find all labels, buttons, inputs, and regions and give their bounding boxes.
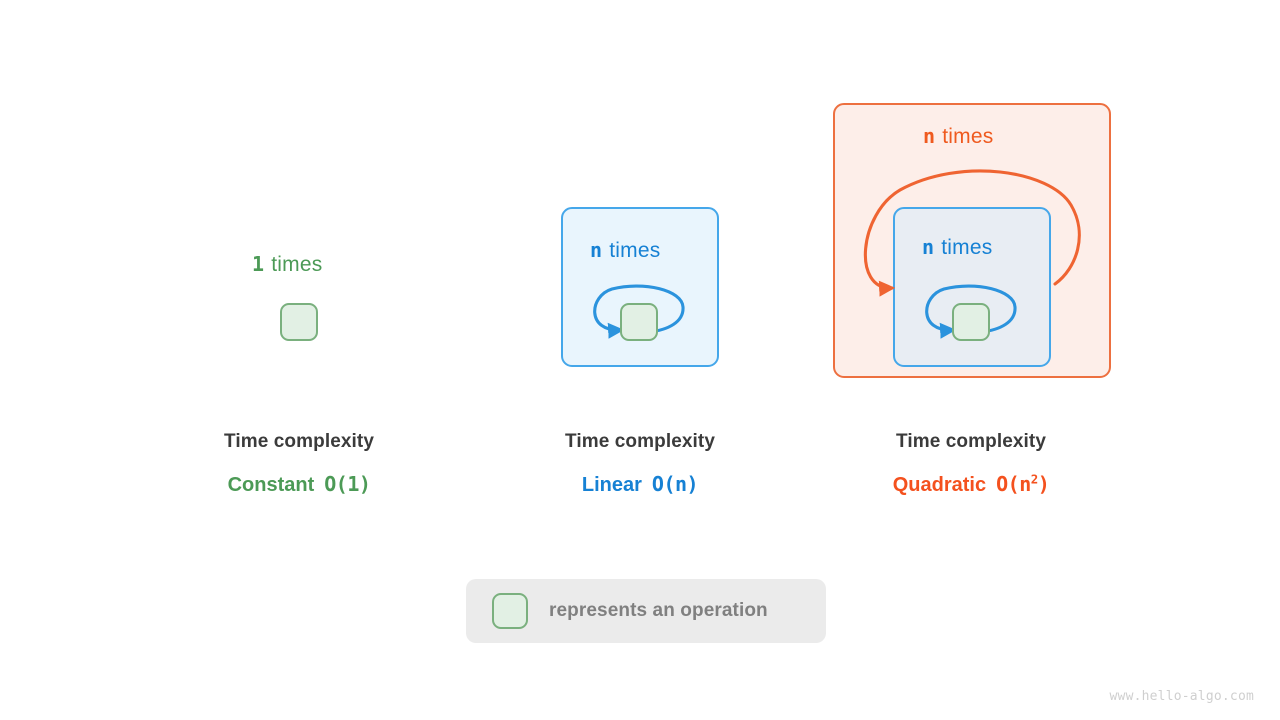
quadratic-complexity-value: Quadratic O(n2) (892, 471, 1050, 496)
quadratic-inner-times-word: times (941, 236, 993, 259)
constant-times-label: 1 times (252, 254, 322, 275)
constant-complexity-name: Constant (227, 474, 315, 496)
linear-caption-title: Time complexity (564, 431, 716, 452)
linear-caption: Time complexity Linear O(n) (565, 432, 715, 495)
constant-complexity-value: Constant O(1) (224, 474, 374, 495)
linear-complexity-value: Linear O(n) (565, 474, 715, 495)
operation-square-quadratic (952, 303, 990, 341)
quadratic-big-o-base: O(n (996, 472, 1031, 496)
quadratic-outer-count: n (923, 124, 936, 148)
constant-caption: Time complexity Constant O(1) (224, 432, 374, 495)
constant-times-word: times (271, 253, 323, 276)
quadratic-inner-loop-box (893, 207, 1051, 367)
watermark: www.hello-algo.com (1109, 689, 1254, 704)
quadratic-big-o-exponent: 2 (1030, 471, 1038, 487)
linear-count: n (590, 238, 603, 262)
operation-square-linear (620, 303, 658, 341)
quadratic-outer-times-word: times (942, 125, 994, 148)
linear-loop-box (561, 207, 719, 367)
linear-times-word: times (609, 239, 661, 262)
linear-complexity-name: Linear (581, 474, 642, 496)
legend: represents an operation (466, 579, 826, 643)
quadratic-big-o-suffix: ) (1037, 472, 1050, 496)
linear-big-o: O(n) (651, 472, 699, 496)
quadratic-big-o: O(n2) (996, 471, 1050, 496)
constant-count: 1 (252, 252, 265, 276)
quadratic-complexity-name: Quadratic (892, 474, 987, 496)
constant-caption-title: Time complexity (223, 431, 375, 452)
constant-big-o: O(1) (324, 472, 371, 496)
quadratic-caption-title: Time complexity (895, 431, 1047, 452)
operation-square-constant (280, 303, 318, 341)
legend-operation-square (492, 593, 528, 629)
quadratic-caption: Time complexity Quadratic O(n2) (893, 432, 1050, 495)
quadratic-inner-count: n (922, 235, 935, 259)
legend-label: represents an operation (549, 600, 768, 621)
